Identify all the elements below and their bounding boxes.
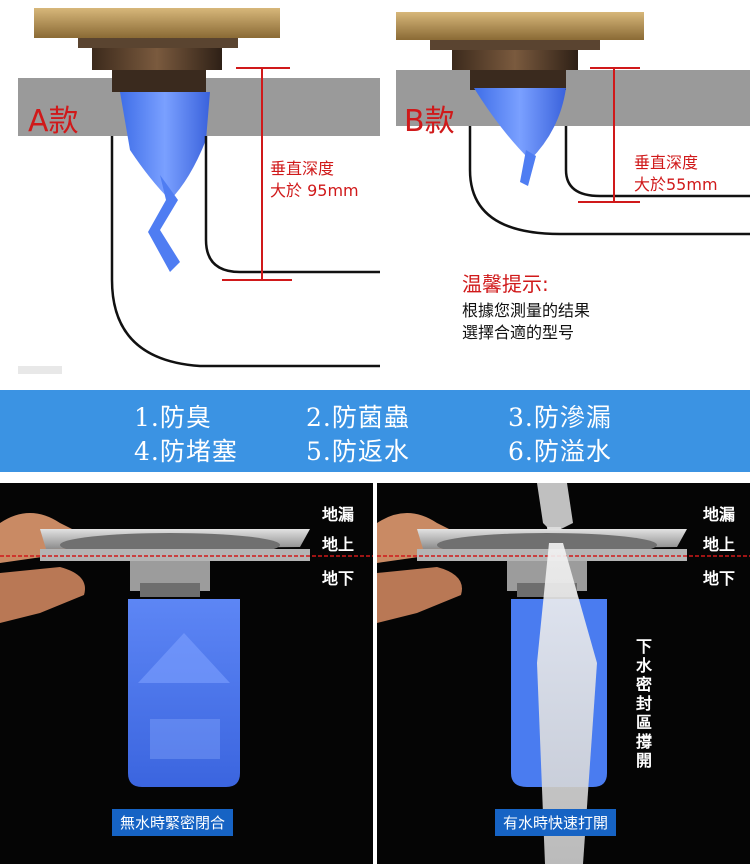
model-a-depth-line1: 垂直深度 bbox=[270, 159, 335, 178]
label-above-ground: 地上 bbox=[322, 535, 355, 554]
feature-item: 1.防臭 bbox=[134, 403, 212, 432]
label-floor-drain: 地漏 bbox=[322, 505, 355, 524]
feature-item: 3.防滲漏 bbox=[508, 403, 612, 432]
caption-closed: 無水時緊密閉合 bbox=[112, 809, 234, 836]
feature-item: 6.防溢水 bbox=[508, 437, 612, 466]
closed-drain-illustration bbox=[0, 513, 373, 787]
drain-models-diagram: A款 垂直深度 大於 95mm B款 垂直深度 大於55mm 温馨提示: 根據您… bbox=[0, 0, 750, 380]
caption-open: 有水時快速打開 bbox=[495, 809, 617, 836]
tip-title: 温馨提示: bbox=[462, 272, 549, 296]
feature-band: 1.防臭 2.防菌蟲 3.防滲漏 4.防堵塞 5.防返水 6.防溢水 bbox=[0, 390, 750, 472]
feature-item: 2.防菌蟲 bbox=[306, 403, 410, 432]
model-b-depth-line1: 垂直深度 bbox=[634, 153, 699, 172]
feature-item: 5.防返水 bbox=[306, 437, 410, 466]
drain-b bbox=[396, 12, 644, 186]
model-b-label: B款 bbox=[404, 104, 455, 139]
tip-line1: 根據您測量的结果 bbox=[462, 301, 591, 320]
label-below-ground: 地下 bbox=[322, 569, 355, 588]
open-drain-illustration bbox=[377, 483, 750, 864]
model-a-depth: 垂直深度 大於 95mm bbox=[270, 158, 359, 202]
model-b-depth: 垂直深度 大於55mm bbox=[634, 152, 718, 196]
feature-item: 4.防堵塞 bbox=[134, 437, 238, 466]
closed-state-panel: 地漏 地上 地下 無水時緊密閉合 bbox=[0, 483, 373, 864]
model-a-depth-line2: 大於 95mm bbox=[270, 181, 359, 200]
label-floor-drain: 地漏 bbox=[703, 505, 736, 524]
model-a-label: A款 bbox=[28, 104, 79, 139]
tip-text: 根據您測量的结果 選擇合適的型号 bbox=[462, 300, 590, 344]
tip-line2: 選擇合適的型号 bbox=[462, 323, 575, 342]
model-b-depth-line2: 大於55mm bbox=[634, 175, 718, 194]
open-state-panel: 地漏 地上 地下 下水密封區撐開 有水時快速打開 bbox=[377, 483, 750, 864]
label-seal-opens: 下水密封區撐開 bbox=[635, 637, 652, 770]
label-above-ground: 地上 bbox=[703, 535, 736, 554]
pipe-diagram bbox=[18, 8, 750, 374]
drain-a bbox=[34, 8, 280, 272]
label-below-ground: 地下 bbox=[703, 569, 736, 588]
